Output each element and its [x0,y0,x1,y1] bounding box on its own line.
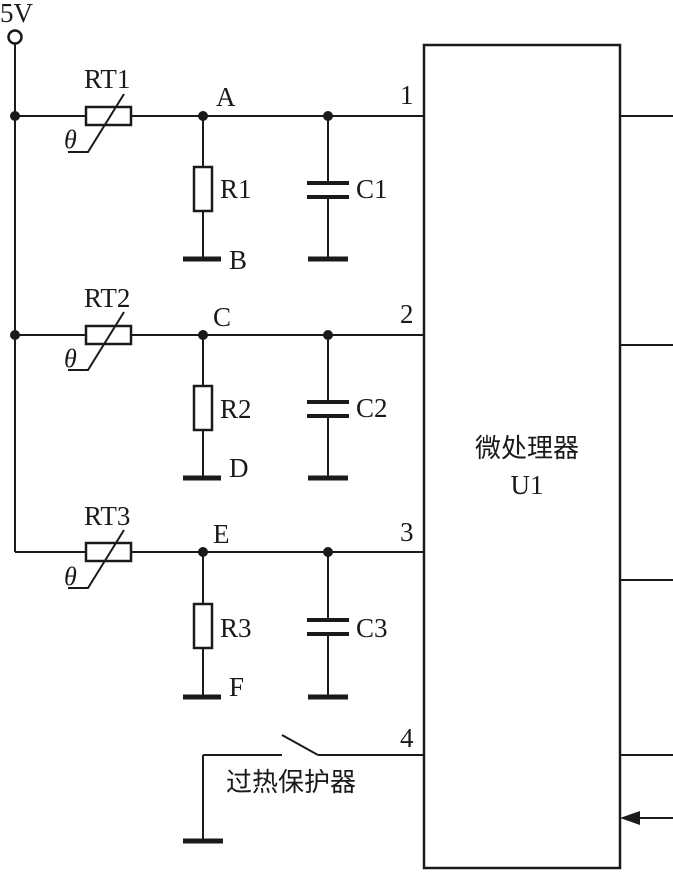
capacitor-label-3: C3 [356,613,388,643]
node-label-b: B [229,245,247,275]
thermistor-arrow-3 [68,529,125,589]
supply-terminal [7,29,23,45]
channel-2: RT2 θ C R2 D C2 2 [10,283,424,483]
theta-label-1: θ [64,125,77,154]
protector-label: 过热保护器 [226,768,356,798]
supply-label: 5V [0,0,34,28]
node-label-f: F [229,672,244,702]
resistor-label-1: R1 [220,174,252,204]
mcu-body [422,43,622,870]
channel-1: RT1 θ A R1 B C1 1 [10,64,424,275]
thermistor-arrow-2 [68,311,125,371]
thermistor-rt2 [84,324,133,346]
mcu-name: 微处理器 [475,434,579,464]
thermistor-rt1 [84,105,133,127]
resistor-r2 [192,384,214,432]
thermistor-label-1: RT1 [84,64,130,94]
thermistor-rt3 [84,541,133,563]
protector-switch-blade [281,734,319,756]
pin-label-3: 3 [400,517,414,547]
capacitor-label-2: C2 [356,393,388,423]
resistor-label-2: R2 [220,394,252,424]
resistor-label-3: R3 [220,613,252,643]
input-arrow-icon [620,811,640,825]
node-label-c: C [213,302,231,332]
capacitor-label-1: C1 [356,174,388,204]
thermistor-label-3: RT3 [84,501,130,531]
theta-label-2: θ [64,344,77,373]
thermistor-label-2: RT2 [84,283,130,313]
thermistor-arrow-1 [68,93,125,153]
channel-3: RT3 θ E R3 F C3 3 [15,501,424,702]
mcu-ref: U1 [511,470,544,500]
pin-label-1: 1 [400,80,414,110]
node-label-e: E [213,519,230,549]
resistor-r3 [192,602,214,650]
pin-label-4: 4 [400,723,414,753]
node-label-a: A [216,82,236,112]
pin-label-2: 2 [400,299,414,329]
microprocessor-u1: 微处理器 U1 [422,43,673,870]
theta-label-3: θ [64,562,77,591]
resistor-r1 [192,165,214,213]
overheat-protector: 过热保护器 4 [183,723,424,844]
node-label-d: D [229,453,249,483]
